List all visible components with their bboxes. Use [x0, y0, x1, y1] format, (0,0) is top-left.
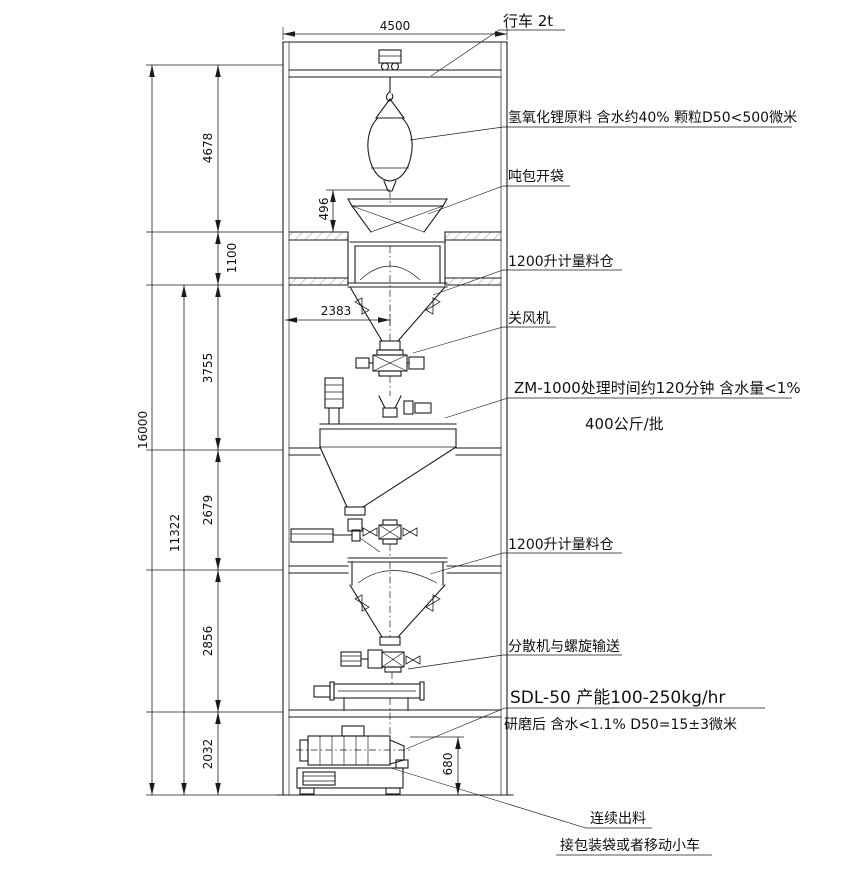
centerlines	[389, 191, 393, 736]
ton-bag	[367, 98, 413, 192]
dim-level3: 2679	[201, 495, 215, 526]
zm1000-dryer	[319, 377, 457, 553]
metering-hopper-upper	[347, 241, 448, 351]
floor-slab-1	[288, 231, 502, 286]
sdl50-mill	[296, 725, 412, 795]
dim-mill-discharge: 680	[441, 753, 455, 776]
floor-slab-2	[288, 447, 502, 456]
crane-label: 行车 2t	[503, 12, 553, 30]
hopper-inlet-valve	[362, 519, 418, 545]
dim-level2: 3755	[201, 353, 215, 384]
floor-slab-4	[288, 709, 502, 718]
dimension-texts: 4500 2383 496 4678 1100 3755 2679 2856 2…	[136, 19, 455, 775]
valve-symbol-icon	[354, 594, 370, 612]
discharge-actuator	[290, 528, 361, 543]
bag-opening-label: 吨包开袋	[508, 169, 564, 185]
annotation-labels: 行车 2t 氢氧化锂原料 含水约40% 颗粒D50<500微米 吨包开袋 120…	[503, 12, 801, 854]
tower-structure	[276, 41, 514, 796]
discharge-label: 连续出料	[590, 810, 646, 827]
dimension-extension-lines	[146, 27, 508, 796]
dim-floor1-depth: 1100	[225, 243, 239, 274]
dim-hopper-offset: 2383	[321, 304, 352, 318]
after-grinding-label: 研磨后 含水<1.1% D50=15±3微米	[504, 717, 737, 733]
screw-conveyor	[313, 681, 425, 711]
valve-symbol-icon	[405, 655, 421, 665]
dim-crane-to-floor1: 4678	[201, 133, 215, 164]
valve-symbol-icon	[354, 297, 370, 315]
dim-top-span: 4500	[380, 19, 411, 33]
leader-lines	[390, 29, 792, 856]
zm1000-batch-label: 400公斤/批	[585, 415, 664, 433]
dim-level5: 2032	[201, 739, 215, 770]
valve-symbol-icon	[402, 527, 418, 537]
dim-total-height: 16000	[136, 411, 150, 449]
rotary-valve-label: 关风机	[508, 311, 550, 327]
sdl50-label: SDL-50 产能100-250kg/hr	[510, 688, 725, 708]
floor-slab-3	[288, 565, 502, 574]
dimension-lines	[149, 31, 507, 795]
metering-hopper-lower	[347, 557, 448, 646]
hopper-lower-label: 1200升计量料仓	[508, 537, 614, 553]
disperser-unit	[340, 649, 421, 673]
valve-symbol-icon	[362, 527, 378, 537]
zm1000-label: ZM-1000处理时间约120分钟 含水量<1%	[514, 379, 801, 397]
raw-material-label: 氢氧化锂原料 含水约40% 颗粒D50<500微米	[508, 110, 797, 126]
dim-level4: 2856	[201, 626, 215, 657]
packing-label: 接包装袋或者移动小车	[560, 837, 700, 854]
dim-bag-drop: 496	[317, 198, 331, 221]
crane-hoist	[378, 49, 402, 102]
disperser-label: 分散机与螺旋输送	[508, 639, 620, 655]
bag-opening-station	[347, 198, 448, 233]
hopper-upper-label: 1200升计量料仓	[508, 254, 614, 270]
dim-inner-height: 11322	[168, 514, 182, 552]
rotary-airlock-valve	[355, 349, 425, 377]
